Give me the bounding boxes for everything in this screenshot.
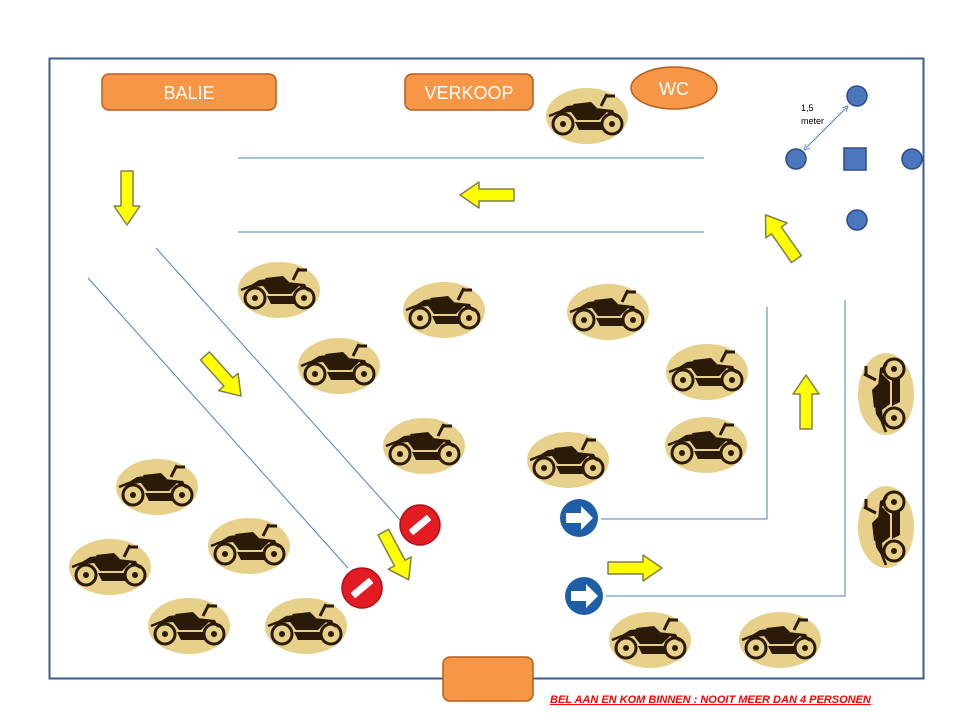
direction-sign-icon <box>557 496 601 540</box>
entrance-door <box>442 656 534 702</box>
motorcycle-icon <box>236 260 322 320</box>
guide-lines <box>87 157 846 597</box>
person-marker-icon <box>785 148 807 170</box>
motorcycle-icon <box>401 280 487 340</box>
wc-room: WC <box>630 66 718 110</box>
motorcycle-icon <box>664 342 750 402</box>
motorcycle-icon <box>544 86 630 146</box>
distance-markers: 1,5 meter <box>785 85 923 231</box>
motorcycle-icon <box>206 516 292 576</box>
entry-notice: BEL AAN EN KOM BINNEN : NOOIT MEER DAN 4… <box>550 694 871 706</box>
motorcycle-icon <box>114 457 200 517</box>
arrow-icon <box>754 206 808 268</box>
motorcycle-icon <box>607 610 693 670</box>
balie-label: BALIE <box>163 83 214 103</box>
traffic-signs <box>341 496 606 618</box>
balie-counter: BALIE <box>101 73 277 111</box>
person-marker-icon <box>846 209 868 231</box>
motorcycle-icon <box>737 610 823 670</box>
distance-indicator <box>806 108 846 148</box>
motorcycle-icon <box>146 596 232 656</box>
motorcycle-icon <box>381 416 467 476</box>
arrow-icon <box>194 346 252 406</box>
person-marker-icon <box>846 85 868 107</box>
direction-sign-icon <box>562 574 606 618</box>
person-marker-icon <box>901 148 923 170</box>
wc-label: WC <box>659 79 689 99</box>
arrow-icon <box>607 554 663 582</box>
no-entry-sign-icon <box>399 504 441 546</box>
arrow-icon <box>459 181 515 209</box>
motorcycle-icon <box>856 351 916 437</box>
arrow-icon <box>113 170 141 226</box>
person-marker-icon <box>843 147 867 171</box>
no-entry-sign-icon <box>341 567 383 609</box>
motorcycles <box>67 86 916 670</box>
motorcycle-icon <box>525 430 611 490</box>
motorcycle-icon <box>663 415 749 475</box>
distance-value: 1,5 <box>801 103 814 113</box>
motorcycle-icon <box>67 537 153 597</box>
motorcycle-icon <box>856 484 916 570</box>
arrow-icon <box>792 374 820 430</box>
verkoop-counter: VERKOOP <box>404 73 534 111</box>
motorcycle-icon <box>263 596 349 656</box>
verkoop-label: VERKOOP <box>424 83 513 103</box>
motorcycle-icon <box>296 336 382 396</box>
distance-unit: meter <box>801 116 824 126</box>
motorcycle-icon <box>565 282 651 342</box>
